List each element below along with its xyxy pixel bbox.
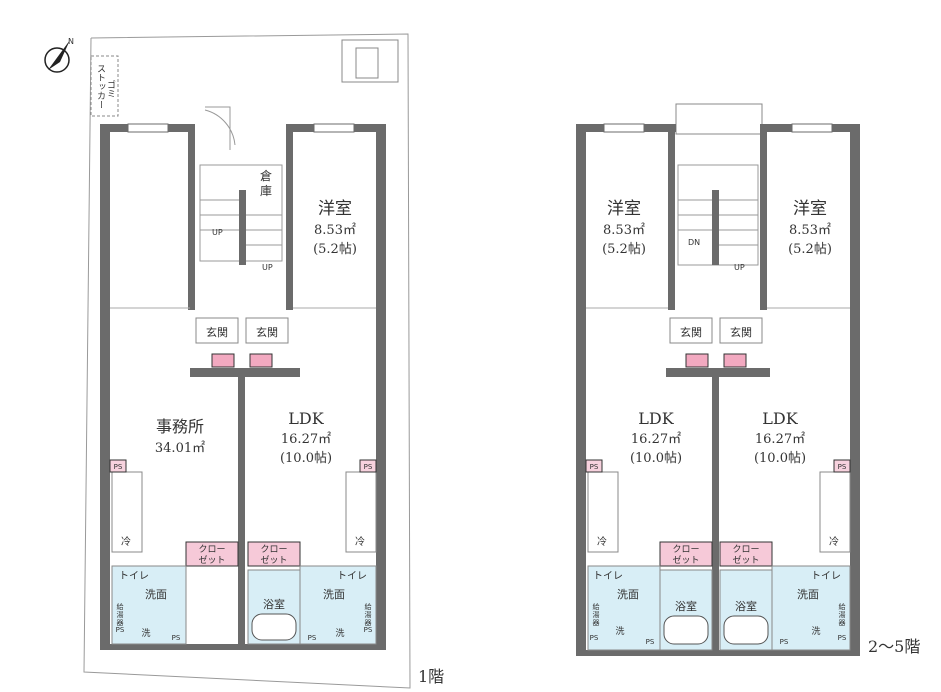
ps-label-3: PS bbox=[116, 626, 125, 634]
ldk-right-name: LDK bbox=[762, 409, 798, 428]
svg-text:N: N bbox=[68, 37, 74, 46]
ps-label-4: PS bbox=[172, 634, 181, 642]
washer-right: 洗 bbox=[335, 627, 344, 639]
balcony-top bbox=[675, 103, 763, 135]
heater-right-2: 湯 bbox=[365, 610, 372, 619]
heater-l2-2: 湯 bbox=[593, 610, 600, 619]
heater-l2-3: 器 bbox=[593, 619, 600, 627]
ldk-right-area: 16.27㎡ bbox=[755, 432, 805, 447]
storage-label-1: 倉 bbox=[260, 168, 272, 183]
closet-right-2a: クロー bbox=[732, 544, 759, 555]
fridge-right-2: 冷 bbox=[829, 535, 839, 548]
toilet-left-2: トイレ bbox=[593, 571, 623, 582]
exterior-stair bbox=[341, 39, 399, 83]
ldk-left-area: 16.27㎡ bbox=[631, 432, 681, 447]
closet-left-2a: クロー bbox=[672, 544, 699, 555]
ps-label-7: PS bbox=[590, 463, 599, 471]
heater-r2-3: 器 bbox=[839, 619, 846, 627]
office-name: 事務所 bbox=[156, 417, 204, 436]
stair-dn: DN bbox=[688, 238, 700, 247]
fridge-left-2: 冷 bbox=[597, 535, 607, 548]
stair-floor1 bbox=[199, 106, 283, 265]
room-right-area: 8.53㎡ bbox=[789, 223, 831, 238]
closet-left-2: ゼット bbox=[198, 554, 225, 566]
ps-label-5: PS bbox=[308, 634, 317, 642]
floor-2-5: DN UP 洋室 8.53㎡ (5.2帖) 洋室 8.53㎡ (5.2帖) 玄関… bbox=[576, 103, 920, 656]
washer-left: 洗 bbox=[141, 627, 150, 639]
bath-right-2: 浴室 bbox=[735, 599, 757, 613]
ps-label-9: PS bbox=[590, 634, 599, 642]
room-west-tatami: (5.2帖) bbox=[313, 242, 357, 257]
heater-left-1: 給 bbox=[117, 602, 124, 611]
room-west-name: 洋室 bbox=[318, 199, 352, 219]
ldk-tatami: (10.0帖) bbox=[280, 451, 332, 466]
stair-floor2 bbox=[677, 164, 759, 266]
garbage-label-1: ゴミ bbox=[105, 79, 115, 98]
room-left-area: 8.53㎡ bbox=[603, 223, 645, 238]
heater-left-2: 湯 bbox=[117, 610, 124, 619]
garbage-stocker bbox=[90, 55, 119, 117]
heater-l2-1: 給 bbox=[593, 602, 600, 611]
ldk-left-tatami: (10.0帖) bbox=[630, 451, 682, 466]
toilet-right: トイレ bbox=[337, 571, 367, 582]
heater-right-1: 給 bbox=[365, 602, 372, 611]
toilet-left: トイレ bbox=[119, 571, 149, 582]
closet-right-2b: ゼット bbox=[732, 554, 759, 566]
office-area: 34.01㎡ bbox=[155, 441, 205, 456]
north-arrow-icon: N bbox=[44, 37, 74, 73]
stair-up-2: UP bbox=[262, 263, 273, 272]
floor-1: N ゴミ ストッカー bbox=[44, 33, 444, 689]
room-right-name: 洋室 bbox=[793, 199, 827, 219]
ldk-name: LDK bbox=[288, 409, 324, 428]
entrance-left-label: 玄関 bbox=[206, 325, 228, 339]
heater-r2-1: 給 bbox=[839, 602, 846, 611]
wash-right-2: 洗面 bbox=[797, 588, 819, 601]
stair-up-1: UP bbox=[212, 228, 223, 237]
room-right-tatami: (5.2帖) bbox=[788, 242, 832, 257]
storage-label-2: 庫 bbox=[260, 184, 272, 198]
stair-up: UP bbox=[734, 263, 745, 272]
ldk-left-name: LDK bbox=[638, 409, 674, 428]
ps-label-10: PS bbox=[646, 638, 655, 646]
ldk-area: 16.27㎡ bbox=[281, 432, 331, 447]
heater-r2-2: 湯 bbox=[839, 610, 846, 619]
ps-label-1: PS bbox=[114, 463, 123, 471]
toilet-right-2: トイレ bbox=[811, 571, 841, 582]
entrance-left-label-2: 玄関 bbox=[680, 325, 702, 339]
wash-right: 洗面 bbox=[323, 588, 345, 601]
ps-label-6: PS bbox=[364, 626, 373, 634]
floor1-label: 1階 bbox=[418, 667, 444, 686]
closet-left-1: クロー bbox=[198, 544, 225, 555]
heater-right-3: 器 bbox=[365, 619, 372, 627]
wash-left-2: 洗面 bbox=[617, 588, 639, 601]
closet-right-1: クロー bbox=[260, 544, 287, 555]
room-left-name: 洋室 bbox=[607, 199, 641, 219]
entrance-right-label: 玄関 bbox=[256, 325, 278, 339]
ps-label-12: PS bbox=[838, 634, 847, 642]
washer-left-2: 洗 bbox=[615, 625, 624, 637]
fridge-left: 冷 bbox=[121, 535, 131, 548]
ps-label-8: PS bbox=[838, 463, 847, 471]
closet-right-2: ゼット bbox=[260, 554, 287, 566]
washer-right-2: 洗 bbox=[811, 625, 820, 637]
heater-left-3: 器 bbox=[117, 619, 124, 627]
closet-left-2b: ゼット bbox=[672, 554, 699, 566]
garbage-label-2: ストッカー bbox=[95, 64, 105, 109]
ldk-right-tatami: (10.0帖) bbox=[754, 451, 806, 466]
floor2-label: 2〜5階 bbox=[868, 637, 920, 656]
entrance-right-label-2: 玄関 bbox=[730, 325, 752, 339]
ps-label-2: PS bbox=[364, 463, 373, 471]
site-boundary bbox=[83, 33, 411, 689]
wash-left: 洗面 bbox=[145, 588, 167, 601]
bath-left-2: 浴室 bbox=[675, 599, 697, 613]
room-left-tatami: (5.2帖) bbox=[602, 242, 646, 257]
ps-label-11: PS bbox=[780, 638, 789, 646]
bath-label: 浴室 bbox=[263, 597, 285, 611]
fridge-right: 冷 bbox=[355, 535, 365, 548]
room-west-area: 8.53㎡ bbox=[314, 223, 356, 238]
